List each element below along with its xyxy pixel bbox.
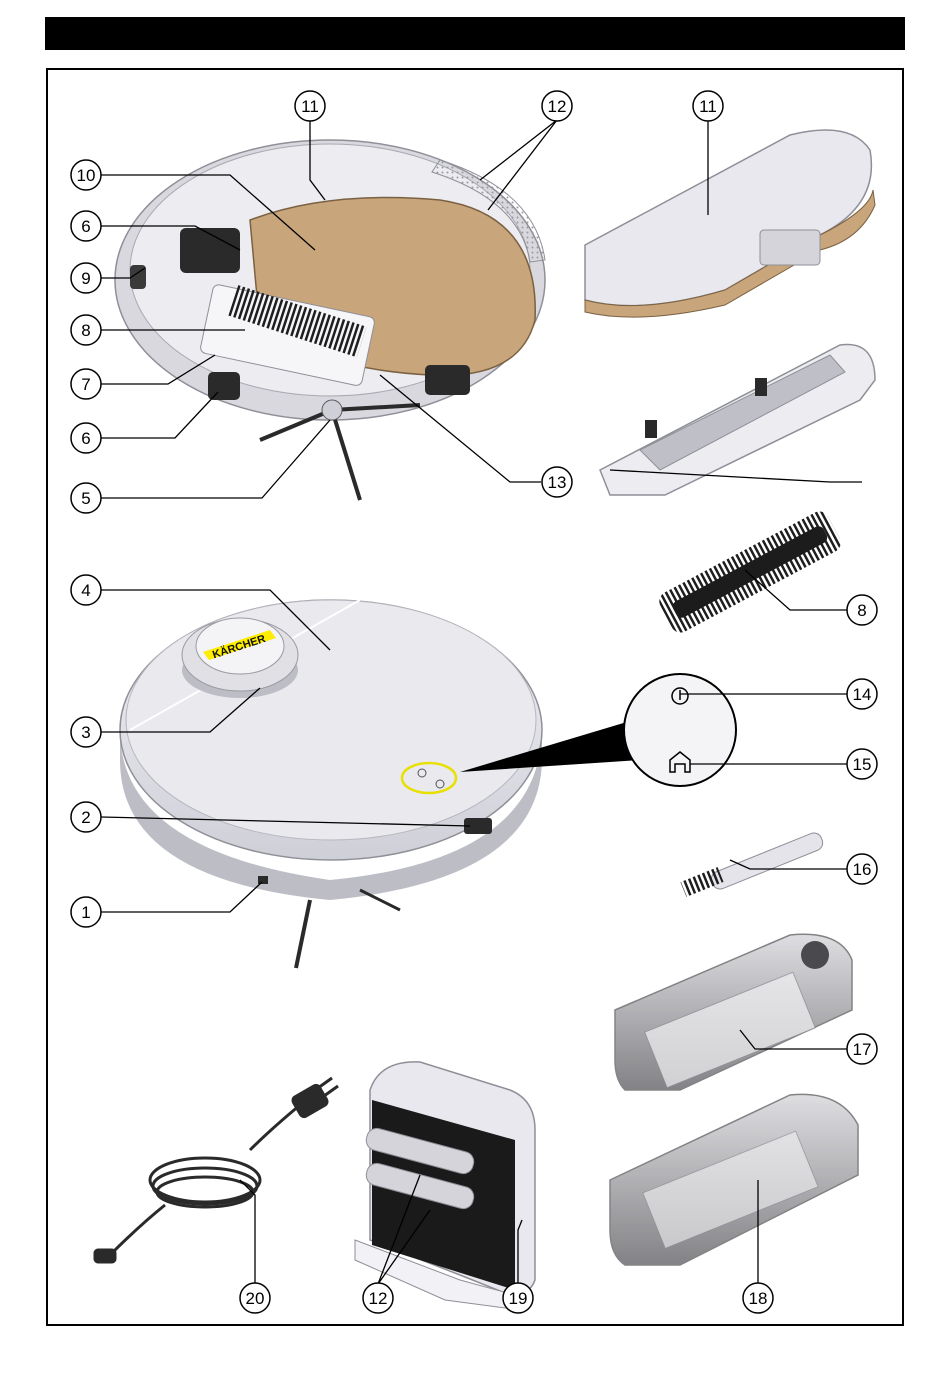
mop-holder-illustration [585, 130, 875, 317]
svg-text:8: 8 [81, 321, 90, 340]
callout-6-lower: 6 [71, 423, 101, 453]
svg-text:13: 13 [548, 473, 567, 492]
svg-text:1: 1 [81, 903, 90, 922]
svg-text:9: 9 [81, 269, 90, 288]
callout-11-mop-holder: 11 [693, 91, 723, 121]
callout-16: 16 [847, 854, 877, 884]
callout-9: 9 [71, 263, 101, 293]
callout-2: 2 [71, 802, 101, 832]
callout-13: 13 [542, 467, 572, 497]
svg-text:4: 4 [81, 581, 90, 600]
callout-12-top: 12 [542, 91, 572, 121]
svg-text:18: 18 [749, 1289, 768, 1308]
callout-8-brush: 8 [847, 595, 877, 625]
callout-18: 18 [743, 1283, 773, 1313]
callout-7: 7 [71, 369, 101, 399]
callout-6-upper: 6 [71, 211, 101, 241]
svg-text:15: 15 [853, 755, 872, 774]
callout-15: 15 [847, 749, 877, 779]
callout-17: 17 [847, 1034, 877, 1064]
svg-text:20: 20 [246, 1289, 265, 1308]
callout-5: 5 [71, 483, 101, 513]
power-cable-illustration [95, 1078, 338, 1262]
svg-text:11: 11 [699, 97, 717, 116]
svg-text:14: 14 [853, 685, 872, 704]
callout-4: 4 [71, 575, 101, 605]
svg-text:7: 7 [81, 375, 90, 394]
callout-8-underside: 8 [71, 315, 101, 345]
callout-1: 1 [71, 897, 101, 927]
callout-12-station: 12 [363, 1283, 393, 1313]
callout-3: 3 [71, 717, 101, 747]
dust-container-illustration [610, 1094, 858, 1265]
svg-text:19: 19 [509, 1289, 528, 1308]
svg-text:12: 12 [548, 97, 567, 116]
water-tank-illustration [615, 934, 852, 1090]
robot-top-illustration: KÄRCHER [120, 600, 542, 968]
main-brush-illustration [656, 508, 844, 636]
callout-20: 20 [240, 1283, 270, 1313]
cleaning-tool-illustration [680, 831, 825, 897]
svg-text:2: 2 [81, 808, 90, 827]
svg-text:17: 17 [853, 1040, 872, 1059]
svg-text:8: 8 [857, 601, 866, 620]
callout-14: 14 [847, 679, 877, 709]
svg-text:11: 11 [301, 97, 319, 116]
robot-underside-illustration [115, 140, 545, 500]
callout-19: 19 [503, 1283, 533, 1313]
svg-text:3: 3 [81, 723, 90, 742]
svg-text:10: 10 [77, 166, 96, 185]
svg-text:16: 16 [853, 860, 872, 879]
brush-cover-illustration [600, 344, 875, 495]
callout-10: 10 [71, 160, 101, 190]
svg-text:6: 6 [81, 217, 90, 236]
svg-text:5: 5 [81, 489, 90, 508]
svg-text:6: 6 [81, 429, 90, 448]
svg-text:12: 12 [369, 1289, 388, 1308]
callout-11-underside: 11 [295, 91, 325, 121]
